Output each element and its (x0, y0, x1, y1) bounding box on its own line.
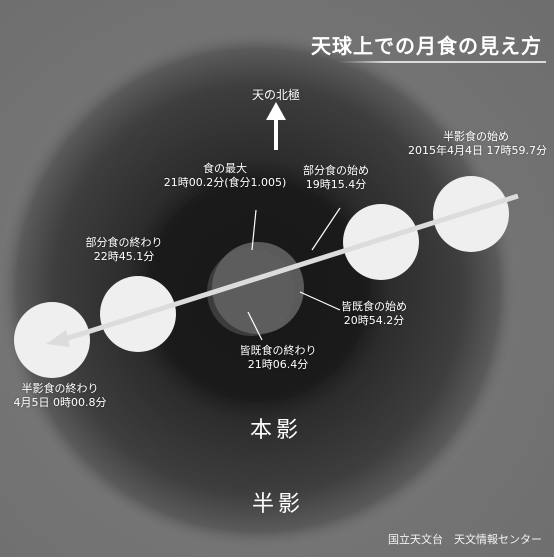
umbra-label: 本影 (250, 418, 303, 443)
moon-partial-start (343, 204, 419, 280)
maximum-time: 21時00.2分(食分1.005) (163, 175, 287, 189)
diagram-title: 天球上での月食の見え方 (311, 34, 542, 58)
penumbral-end-time: 4月5日 0時00.8分 (13, 395, 107, 409)
total-start-time: 20時54.2分 (343, 313, 405, 327)
partial-start-label: 部分食の始め 19時15.4分 (280, 164, 392, 192)
moon-path-arrowhead (46, 330, 70, 347)
partial-start-title: 部分食の始め (303, 164, 369, 177)
partial-end-time: 22時45.1分 (93, 249, 155, 263)
penumbral-start-label: 半影食の始め 2015年4月4日 17時59.7分 (408, 130, 547, 158)
leader-total-end (247, 311, 263, 341)
total-end-label: 皆既食の終わり 21時06.4分 (218, 344, 338, 372)
partial-start-time: 19時15.4分 (305, 177, 367, 191)
partial-end-label: 部分食の終わり 22時45.1分 (64, 236, 184, 264)
total-end-title: 皆既食の終わり (239, 344, 317, 357)
maximum-label: 食の最大 21時00.2分(食分1.005) (154, 162, 296, 190)
penumbral-end-label: 半影食の終わり 4月5日 0時00.8分 (2, 382, 118, 410)
penumbra-label: 半影 (252, 492, 305, 517)
north-arrowhead (266, 102, 286, 120)
north-pole-label: 天の北極 (251, 88, 300, 102)
leader-maximum (251, 209, 257, 251)
total-end-time: 21時06.4分 (247, 357, 309, 371)
moon-path-line (61, 193, 519, 343)
moon-penumbral-start (433, 176, 509, 252)
penumbral-end-title: 半影食の終わり (21, 382, 99, 395)
total-start-title: 皆既食の始め (341, 300, 407, 313)
credit-text: 国立天文台 天文情報センター (388, 533, 542, 546)
partial-end-title: 部分食の終わり (85, 236, 163, 249)
leader-total-start (299, 291, 341, 311)
total-start-label: 皆既食の始め 20時54.2分 (324, 300, 424, 328)
penumbral-start-title: 半影食の始め (443, 130, 509, 143)
maximum-title: 食の最大 (203, 162, 247, 175)
leader-partial-start (311, 207, 341, 251)
penumbral-start-time: 2015年4月4日 17時59.7分 (408, 143, 547, 157)
moon-total-end (207, 248, 295, 336)
